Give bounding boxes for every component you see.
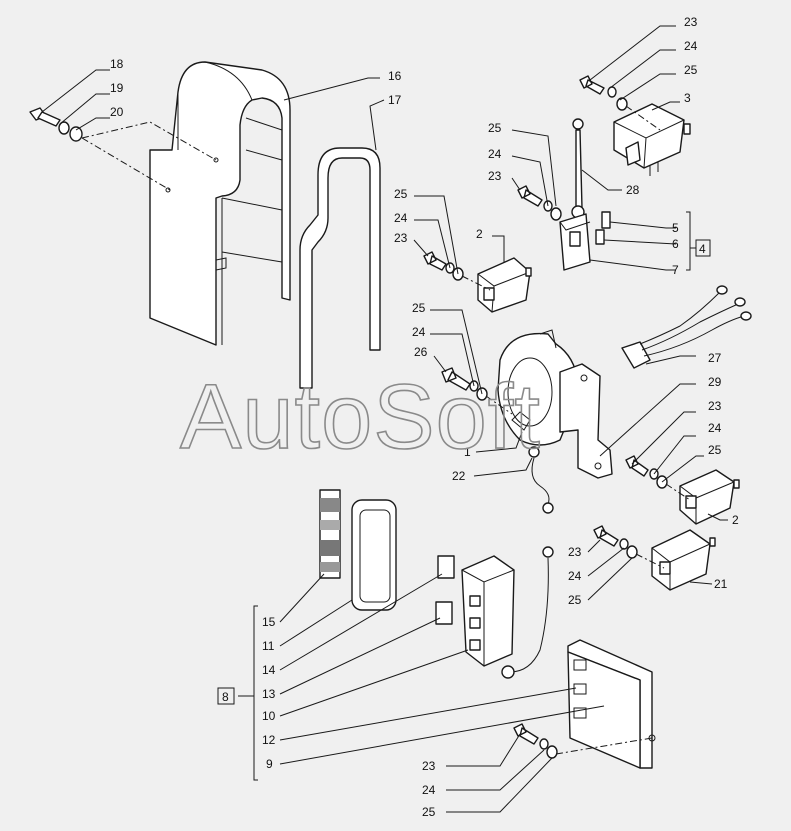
- relay-part-3: [613, 103, 691, 176]
- label-10: 10: [262, 709, 276, 723]
- label-24-d: 24: [412, 325, 426, 339]
- label-11: 11: [262, 639, 275, 653]
- label-18: 18: [110, 57, 124, 71]
- label-25-f: 25: [568, 593, 582, 607]
- label-1: 1: [464, 445, 471, 459]
- label-8: 8: [222, 690, 229, 704]
- module-part-7: [559, 213, 591, 271]
- label-25-d: 25: [412, 301, 426, 315]
- relay-part-2-lower: [679, 469, 740, 525]
- fuse-holder-part-10: [461, 555, 515, 667]
- label-24-e: 24: [708, 421, 722, 435]
- label-27: 27: [708, 351, 722, 365]
- label-7: 7: [672, 263, 679, 277]
- label-5: 5: [672, 221, 679, 235]
- label-25-g: 25: [422, 805, 436, 819]
- label-20: 20: [110, 105, 124, 119]
- label-23-e: 23: [568, 545, 582, 559]
- label-23-top: 23: [684, 15, 698, 29]
- bolt-part-23-top: [579, 75, 605, 95]
- label-24-top: 24: [684, 39, 698, 53]
- label-25-top: 25: [684, 63, 698, 77]
- bolt-part-18: [29, 107, 61, 127]
- label-23-b: 23: [488, 169, 502, 183]
- label-15: 15: [262, 615, 276, 629]
- fuse-box-cover-part-11: [351, 499, 397, 611]
- label-16: 16: [388, 69, 402, 83]
- label-26: 26: [414, 345, 428, 359]
- label-24-c: 24: [394, 211, 408, 225]
- label-24-b: 24: [488, 147, 502, 161]
- relay-part-2-upper: [477, 257, 532, 313]
- fuse-part-6: [595, 229, 605, 245]
- label-25-c: 25: [394, 187, 408, 201]
- label-22: 22: [452, 469, 466, 483]
- bracket-part-29: [559, 363, 613, 479]
- bracket-cover-part-16: [149, 61, 291, 346]
- label-23-c: 23: [394, 231, 408, 245]
- relay-part-21: [651, 529, 716, 591]
- label-strip-part-15: [319, 489, 341, 579]
- label-12: 12: [262, 733, 276, 747]
- part-number-labels: 18 19 20 16 17 23 24 25 3 25 24 23 28 25…: [110, 15, 739, 819]
- label-25-b: 25: [488, 121, 502, 135]
- washer-part-19: [58, 121, 70, 135]
- label-21: 21: [714, 577, 728, 591]
- label-29: 29: [708, 375, 722, 389]
- fuse-part-5: [601, 211, 611, 229]
- leader-lines: [41, 25, 728, 813]
- label-4: 4: [699, 242, 706, 256]
- ground-strap-part-28: [571, 118, 585, 219]
- label-24-f: 24: [568, 569, 582, 583]
- label-24-g: 24: [422, 783, 436, 797]
- wiring-harness-part-27: [621, 285, 752, 369]
- watermark-text: AutoSoft: [180, 366, 541, 468]
- label-3: 3: [684, 91, 691, 105]
- label-9: 9: [266, 757, 273, 771]
- label-13: 13: [262, 687, 276, 701]
- label-2-lower: 2: [732, 513, 739, 527]
- fuse-part-13: [435, 601, 453, 625]
- fuse-part-14: [437, 555, 455, 579]
- label-23-g: 23: [422, 759, 436, 773]
- label-23-d: 23: [708, 399, 722, 413]
- washer-part-20: [69, 126, 83, 142]
- mounting-plate-part-12: [567, 639, 656, 769]
- ground-wire-part-22: [528, 446, 554, 514]
- label-19: 19: [110, 81, 124, 95]
- wire-ground-lower: [501, 546, 554, 679]
- label-6: 6: [672, 237, 679, 251]
- label-25-e: 25: [708, 443, 722, 457]
- label-17: 17: [388, 93, 402, 107]
- label-28: 28: [626, 183, 640, 197]
- label-2-upper: 2: [476, 227, 483, 241]
- label-14: 14: [262, 663, 276, 677]
- rod-part-17: [299, 147, 381, 389]
